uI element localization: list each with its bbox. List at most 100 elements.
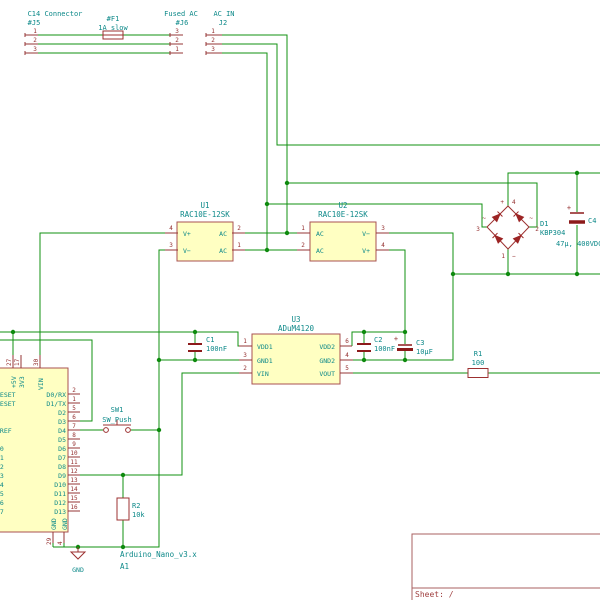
r1-ref: R1 bbox=[474, 350, 482, 358]
pin-name: D6 bbox=[58, 445, 66, 453]
pin-number: 2 bbox=[301, 242, 305, 249]
pin-number: 1 bbox=[175, 46, 179, 53]
schematic-wires[interactable] bbox=[0, 34, 600, 548]
pin-name: A3 bbox=[0, 472, 4, 480]
pin-number: 30 bbox=[33, 358, 40, 366]
pin-number: 2 bbox=[72, 387, 76, 394]
u1-ref: U1 bbox=[200, 201, 209, 210]
pin-number: 5 bbox=[345, 365, 349, 372]
capacitor-c4[interactable]: + C4 47µ, 400VDC bbox=[556, 204, 600, 248]
resistor-r2[interactable]: R2 10k bbox=[116, 497, 145, 521]
c2-ref: C2 bbox=[374, 336, 382, 344]
pin-number: 6 bbox=[72, 414, 76, 421]
c3-ref: C3 bbox=[416, 339, 424, 347]
converter-u2[interactable]: U2 RAC10E-12SK AC AC V− V+ 1 2 3 4 bbox=[297, 201, 389, 262]
pin-name: A5 bbox=[0, 490, 4, 498]
pin-name: D3 bbox=[58, 418, 66, 426]
capacitor-c3[interactable]: + C3 10µF bbox=[394, 335, 433, 356]
j2-ref: J2 bbox=[219, 19, 227, 27]
pin-number: 2 bbox=[33, 37, 37, 44]
wire-sw-d9-r2 bbox=[80, 372, 239, 547]
pin-number: 7 bbox=[72, 423, 76, 430]
capacitor-c1[interactable]: C1 100nF bbox=[188, 336, 227, 353]
pin-name: RESET bbox=[0, 391, 16, 399]
a1-body bbox=[0, 367, 69, 533]
u3-body bbox=[251, 333, 341, 385]
pin-number: 16 bbox=[70, 504, 78, 511]
pin-name: A6 bbox=[0, 499, 4, 507]
c3-value: 10µF bbox=[416, 348, 433, 356]
pin-name: GND1 bbox=[257, 357, 273, 365]
r2-value: 10k bbox=[132, 511, 145, 519]
converter-u1[interactable]: U1 RAC10E-12SK V+ V− AC AC 4 3 2 1 bbox=[165, 201, 245, 262]
title-block-frame bbox=[411, 533, 600, 600]
pin-number: 8 bbox=[72, 432, 76, 439]
pin-name: D0/RX bbox=[46, 391, 66, 399]
pin-name: D4 bbox=[58, 427, 66, 435]
pin-number: 13 bbox=[70, 477, 78, 484]
pin-number: 1 bbox=[237, 242, 241, 249]
pin-name: D5 bbox=[58, 436, 66, 444]
j2-title: AC IN bbox=[213, 10, 234, 18]
wire-ac-input-rows bbox=[38, 34, 170, 54]
r2-ref: R2 bbox=[132, 502, 140, 510]
pin-number: 17 bbox=[14, 358, 21, 366]
pin-number: 2 bbox=[237, 225, 241, 232]
sheet-label: Sheet: / bbox=[415, 590, 454, 599]
arduino-nano-a1[interactable]: 27 17 30 +5V 3V3 VIN RESET RESET AREF A0… bbox=[0, 355, 197, 571]
pin-name: D10 bbox=[54, 481, 66, 489]
pin-number: 4 bbox=[169, 225, 173, 232]
pin-number: 4 bbox=[381, 242, 385, 249]
wire-vdd2-caps bbox=[194, 249, 406, 360]
r1-body bbox=[467, 368, 489, 378]
c4-ref: C4 bbox=[588, 217, 596, 225]
resistor-r1[interactable]: R1 100 bbox=[467, 350, 489, 378]
plus-mark: + bbox=[500, 199, 504, 206]
sw1-value: SW_Push bbox=[102, 416, 132, 424]
u3-pin-stubs bbox=[239, 345, 353, 374]
a1-pin-stubs bbox=[12, 355, 80, 543]
bridge-rectifier-d1[interactable]: D1 KBP304 + 4 ~ 3 ~ 2 1 − bbox=[476, 199, 565, 260]
pin-number: 3 bbox=[243, 352, 247, 359]
connector-j5[interactable]: C14 Connector #J5 1 2 3 bbox=[24, 10, 82, 55]
u2-pin-stubs bbox=[297, 232, 389, 251]
r2-body bbox=[116, 497, 130, 521]
pin-name: D2 bbox=[58, 409, 66, 417]
push-button-sw1[interactable]: SW1 SW_Push bbox=[102, 406, 132, 433]
sw1-contact bbox=[125, 427, 131, 433]
u1-value: RAC10E-12SK bbox=[180, 210, 230, 219]
pin-number: 27 bbox=[6, 358, 13, 366]
gnd-power-symbol[interactable]: GND bbox=[69, 547, 87, 574]
pin-number: 2 bbox=[175, 37, 179, 44]
pin-number: 4 bbox=[512, 199, 516, 206]
wire-u1-u2-ac-rows bbox=[245, 232, 297, 251]
pin-name: V+ bbox=[183, 230, 191, 238]
pin-number: 4 bbox=[57, 541, 64, 545]
f1-value: 1A slow bbox=[98, 24, 128, 32]
polarity-mark: + bbox=[567, 204, 571, 212]
j5-ref: #J5 bbox=[28, 19, 41, 27]
isolator-u3[interactable]: U3 ADuM4120 VDD1 GND1 VIN VDD2 GND2 VOUT… bbox=[239, 315, 353, 385]
pin-number: 12 bbox=[70, 468, 78, 475]
wire-gnd2-dcminus bbox=[353, 232, 600, 361]
gnd-arrow-icon bbox=[69, 547, 87, 560]
pin-number: 1 bbox=[301, 225, 305, 232]
pin-name: AC bbox=[219, 230, 227, 238]
capacitor-c2[interactable]: C2 100nF bbox=[357, 336, 395, 353]
u1-body bbox=[176, 221, 234, 262]
pin-name: D9 bbox=[58, 472, 66, 480]
a1-value: Arduino_Nano_v3.x bbox=[120, 550, 197, 559]
pin-name: A1 bbox=[0, 454, 4, 462]
pin-name: A0 bbox=[0, 445, 4, 453]
connector-j6[interactable]: Fused AC #J6 3 2 1 bbox=[164, 10, 198, 55]
pin-number: 5 bbox=[72, 405, 76, 412]
d1-diamond bbox=[486, 205, 530, 250]
connector-j2[interactable]: AC IN J2 1 2 3 bbox=[205, 10, 235, 55]
pin-name: D8 bbox=[58, 463, 66, 471]
pin-number: 3 bbox=[381, 225, 385, 232]
fuse-f1[interactable]: #F1 1A slow bbox=[98, 15, 129, 40]
c2-value: 100nF bbox=[374, 345, 395, 353]
c1-value: 100nF bbox=[206, 345, 227, 353]
r1-value: 100 bbox=[472, 359, 485, 367]
j6-ref: #J6 bbox=[176, 19, 189, 27]
